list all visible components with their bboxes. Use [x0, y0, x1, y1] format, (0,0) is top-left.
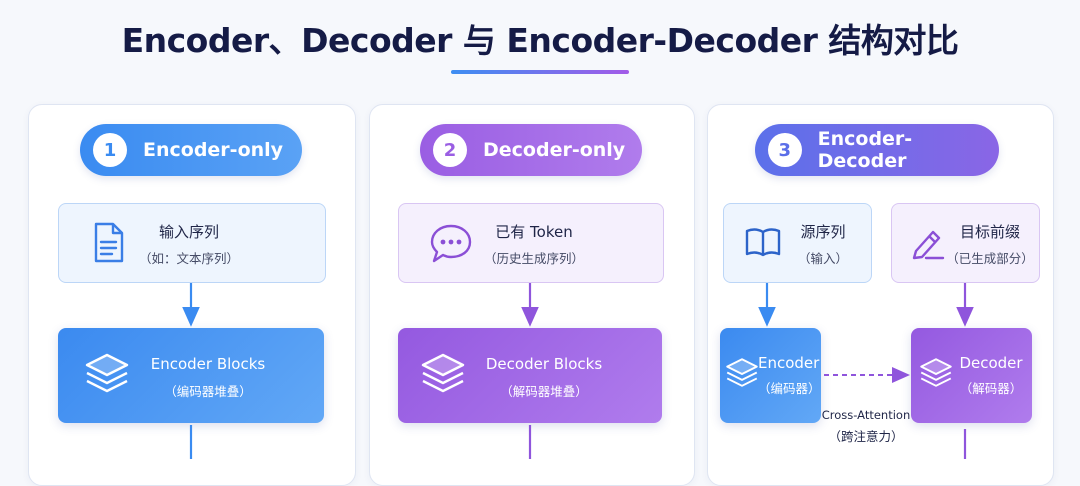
block-title: Decoder Blocks: [485, 355, 603, 373]
input-title: 输入序列: [158, 223, 219, 241]
target-title: 目标前缀: [959, 223, 1020, 241]
layers-icon: [85, 353, 129, 393]
step-number-badge: 3: [768, 133, 802, 167]
block-title: Encoder Blocks: [150, 355, 266, 373]
encoder-title: Encoder: [758, 354, 820, 372]
cross-attention-label: Cross-Attention: [821, 408, 911, 422]
pill-label: Encoder-only: [143, 139, 284, 161]
step-number-badge: 2: [433, 133, 467, 167]
block-subtitle: （编码器堆叠）: [164, 384, 252, 399]
chat-bubble-icon: [430, 224, 472, 263]
document-icon: [94, 222, 124, 263]
book-icon: [745, 228, 781, 257]
source-title: 源序列: [800, 223, 846, 241]
input-subtitle: （历史生成序列）: [483, 251, 584, 266]
decoder-subtitle: （解码器）: [959, 381, 1023, 396]
target-subtitle: （已生成部分）: [946, 251, 1034, 266]
title-underline: [451, 70, 629, 74]
page-title: Encoder、Decoder 与 Encoder-Decoder 结构对比: [121, 21, 959, 60]
target-prefix-box: 目标前缀 （已生成部分）: [891, 203, 1040, 283]
source-subtitle: （输入）: [797, 251, 848, 266]
decoder-box: Decoder （解码器）: [911, 328, 1032, 423]
pill-decoder-only: 2 Decoder-only: [420, 124, 642, 176]
pill-encoder-only: 1 Encoder-only: [80, 124, 302, 176]
source-sequence-box: 源序列 （输入）: [723, 203, 872, 283]
connector-arrows: [182, 283, 974, 459]
input-sequence-box: 输入序列 （如：文本序列）: [58, 203, 326, 283]
encoder-box: Encoder （编码器）: [720, 328, 821, 423]
input-title: 已有 Token: [495, 223, 573, 241]
pill-label: Encoder-Decoder: [817, 128, 913, 172]
layers-icon: [726, 358, 758, 387]
layers-icon: [421, 353, 465, 393]
input-subtitle: （如：文本序列）: [138, 251, 239, 266]
pill-encoder-decoder: 3 Encoder-Decoder: [755, 124, 999, 176]
cross-attention-sublabel: （跨注意力）: [828, 429, 904, 444]
pencil-icon: [912, 230, 945, 260]
layers-icon: [920, 358, 952, 387]
encoder-subtitle: （编码器）: [758, 381, 821, 396]
step-number-badge: 1: [93, 133, 127, 167]
decoder-blocks: Decoder Blocks （解码器堆叠）: [398, 328, 662, 423]
decoder-title: Decoder: [959, 354, 1023, 372]
existing-token-box: 已有 Token （历史生成序列）: [398, 203, 664, 283]
encoder-blocks: Encoder Blocks （编码器堆叠）: [58, 328, 324, 423]
block-subtitle: （解码器堆叠）: [500, 384, 588, 399]
pill-label: Decoder-only: [483, 139, 626, 161]
